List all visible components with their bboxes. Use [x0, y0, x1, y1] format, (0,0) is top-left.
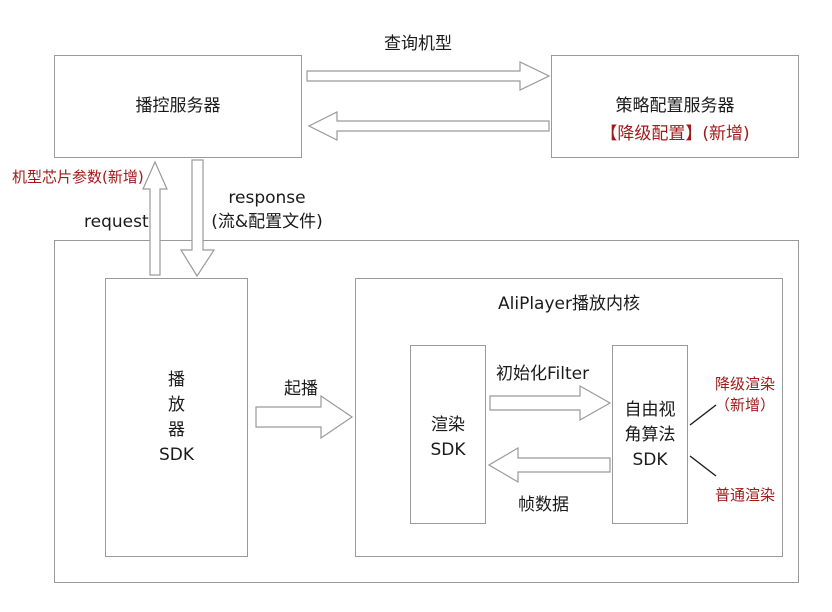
normal-render-note: 普通渲染 [714, 486, 775, 504]
request-arrow [142, 160, 168, 276]
render-sdk-box [410, 345, 486, 524]
response-line-2: (流&配置文件) [211, 212, 323, 232]
query-model-arrow [306, 61, 551, 91]
degrade-render-leader [689, 404, 717, 426]
player-sdk-line-3: 器 [168, 420, 185, 440]
request-label: request [84, 212, 149, 232]
fov-sdk-line-2: 角算法 [624, 425, 676, 445]
render-sdk-line-2: SDK [430, 440, 466, 460]
response-label: response (流&配置文件) [196, 186, 338, 234]
start-play-arrow [255, 394, 354, 440]
frame-data-arrow [487, 446, 611, 484]
fov-sdk-line-3: SDK [632, 450, 668, 470]
normal-render-leader [689, 455, 717, 477]
response-line-1: response [228, 188, 306, 208]
init-filter-arrow [489, 384, 612, 422]
control-server-box [54, 55, 302, 158]
degrade-render-note: 降级渲染 （新增） [700, 374, 790, 416]
start-play-label: 起播 [284, 379, 318, 399]
query-model-label: 查询机型 [384, 34, 452, 54]
degrade-render-line-2: （新增） [714, 396, 775, 414]
request-note-label: 机型芯片参数(新增) [12, 168, 144, 186]
policy-server-label: 策略配置服务器 [615, 96, 735, 116]
aliplayer-kernel-title: AliPlayer播放内核 [498, 294, 640, 314]
player-sdk-line-2: 放 [168, 395, 185, 415]
player-sdk-box [105, 278, 248, 557]
policy-degrade-note: 【降级配置】(新增) [600, 124, 750, 144]
frame-data-label: 帧数据 [518, 495, 569, 515]
player-sdk-label: 播 放 器 SDK [105, 368, 248, 468]
init-filter-label: 初始化Filter [496, 364, 590, 384]
control-server-label: 播控服务器 [135, 96, 221, 116]
player-sdk-line-4: SDK [158, 445, 195, 465]
fov-sdk-line-1: 自由视 [624, 400, 676, 420]
fov-algorithm-sdk-box [612, 345, 688, 524]
response-arrow [179, 159, 216, 278]
render-sdk-label: 渲染 SDK [410, 413, 486, 463]
policy-response-arrow [307, 111, 550, 141]
player-sdk-line-1: 播 [168, 370, 185, 390]
render-sdk-line-1: 渲染 [431, 415, 465, 435]
policy-server-box [551, 55, 799, 158]
fov-algorithm-sdk-label: 自由视 角算法 SDK [612, 398, 688, 473]
degrade-render-line-1: 降级渲染 [714, 375, 775, 393]
